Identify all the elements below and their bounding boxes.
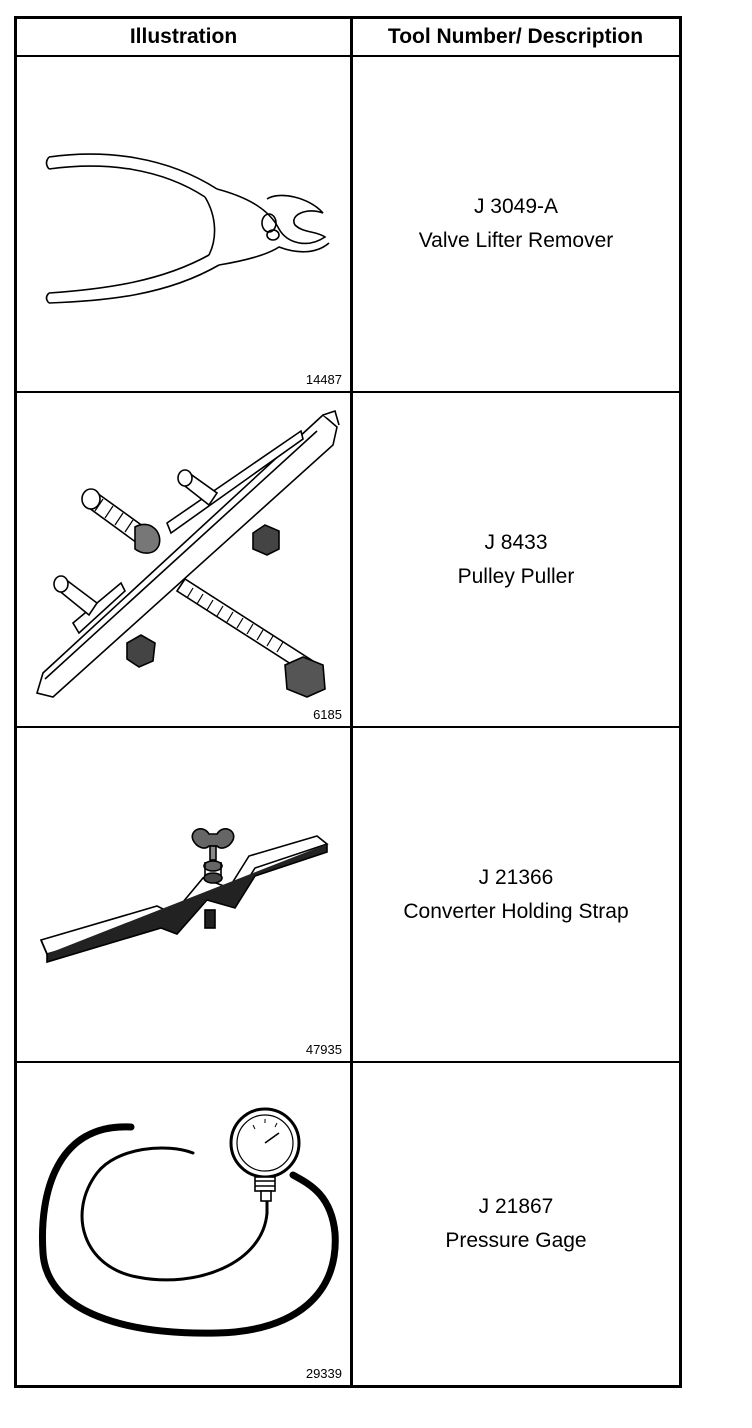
tool-number: J 8433 [484, 530, 548, 554]
figure-number: 29339 [305, 1366, 342, 1381]
table-row: 6185 J 8433 Pulley Puller [17, 391, 679, 726]
table-header: Illustration Tool Number/ Description [17, 19, 679, 57]
pressure-gauge-icon [39, 1107, 339, 1337]
figure-number: 6185 [313, 707, 342, 722]
illustration-cell: 6185 [17, 393, 350, 726]
table-row: 14487 J 3049-A Valve Lifter Remover [17, 55, 679, 391]
tool-description-cell: J 3049-A Valve Lifter Remover [353, 57, 679, 391]
cropped-page-heading [0, 0, 752, 14]
illustration-cell: 29339 [17, 1063, 350, 1385]
tool-number: J 21366 [478, 865, 554, 889]
tool-description-cell: J 21366 Converter Holding Strap [353, 728, 679, 1061]
table-row: 29339 J 21867 Pressure Gage [17, 1061, 679, 1385]
figure-number: 14487 [305, 372, 342, 387]
tool-name: Converter Holding Strap [403, 899, 629, 923]
tool-name: Valve Lifter Remover [418, 229, 614, 252]
tool-number: J 21867 [478, 1195, 554, 1218]
tool-name: Pressure Gage [445, 1229, 587, 1252]
column-divider [350, 19, 353, 1385]
tool-number: J 3049-A [473, 195, 559, 218]
tool-name: Pulley Puller [457, 564, 575, 588]
tool-description-cell: J 8433 Pulley Puller [353, 393, 679, 726]
header-illustration: Illustration [129, 25, 238, 48]
special-tools-table: Illustration Tool Number/ Description [14, 16, 682, 1388]
puller-icon [35, 409, 340, 698]
table-row: 47935 J 21366 Converter Holding Strap [17, 726, 679, 1061]
illustration-cell: 14487 [17, 57, 350, 391]
strap-icon [39, 828, 329, 964]
pliers-icon [45, 153, 330, 304]
header-tool-description: Tool Number/ Description [387, 25, 644, 48]
figure-number: 47935 [305, 1042, 342, 1057]
tool-description-cell: J 21867 Pressure Gage [353, 1063, 679, 1385]
illustration-cell: 47935 [17, 728, 350, 1061]
